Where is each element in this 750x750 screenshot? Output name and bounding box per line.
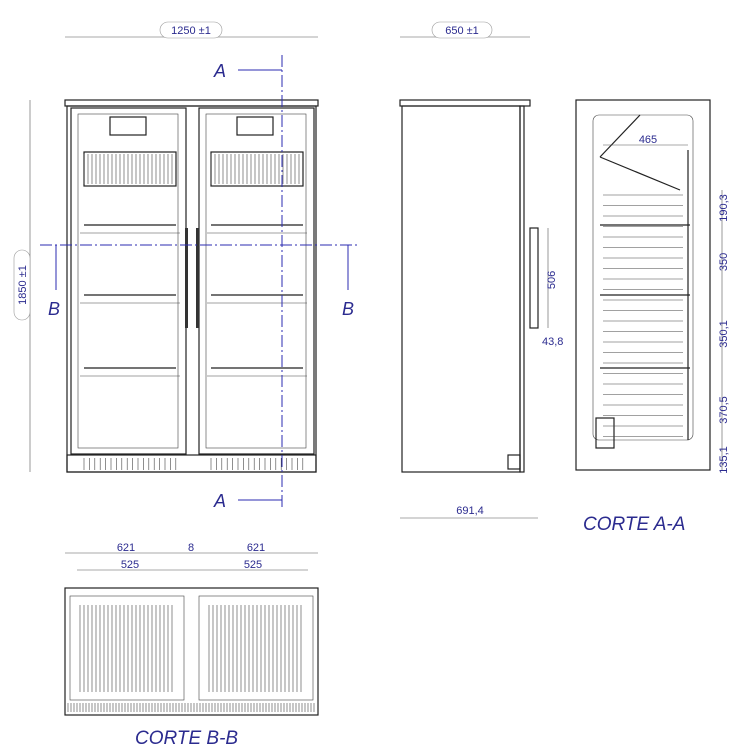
section-b-b [64,587,319,716]
front-view [64,99,319,473]
handle-dim: 506 [546,271,558,289]
side-door-edge [519,105,525,473]
right-vent-grille [236,116,274,136]
top-cap [64,99,319,107]
depth-dim-box [431,21,493,39]
evaporator-cover [599,156,681,191]
shelf-spacing-2: 350 [718,253,730,271]
marker-a-top: A [213,61,226,81]
shelf-spacing-3: 350,1 [718,320,730,348]
width-dim: 1250 ±1 [171,25,211,37]
left-handle [185,228,188,328]
base-grille [66,454,317,473]
front-detail-lines [80,154,307,470]
shelf-spacing-5: 135,1 [718,446,730,474]
shelf-spacing-dims: 190,3 350 350,1 370,5 135,1 [718,194,730,474]
side-foot [507,454,521,470]
left-vent-grille [109,116,147,136]
total-depth-dim: 691,4 [456,505,484,517]
shelf-spacing-4: 370,5 [718,396,730,424]
section-a-interior [592,114,694,441]
width-dim-box [159,21,223,39]
bottom-inner-left: 525 [121,559,139,571]
left-top-rack [83,151,177,187]
side-handle [529,227,539,329]
right-door [198,107,315,455]
side-top-cap [399,99,531,107]
side-view [399,99,539,473]
section-b-racks [67,605,315,712]
marker-b-left: B [48,299,60,319]
right-handle [196,228,199,328]
height-dim: 1850 ±1 [17,265,29,305]
shelf-spacing-1: 190,3 [718,194,730,222]
section-b-left-compartment [69,595,185,701]
bottom-inner-right: 525 [244,559,262,571]
right-top-rack [210,151,304,187]
marker-a-bottom: A [213,491,226,511]
compressor [595,417,615,449]
depth-dim: 650 ±1 [445,25,479,37]
inner-depth-dim: 465 [639,134,657,146]
side-body [401,105,521,473]
cabinet-outline [66,105,317,473]
height-dim-box [13,249,31,321]
handle-offset-dim: 43,8 [542,336,563,348]
marker-b-right: B [342,299,354,319]
section-b-right-compartment [198,595,314,701]
section-b-title: CORTE B-B [135,728,238,749]
right-glass [205,113,307,449]
bottom-dim-left: 621 [117,542,135,554]
section-b-outline [64,587,319,716]
section-a-outline [575,99,711,471]
left-glass [77,113,179,449]
section-a-title: CORTE A-A [583,514,685,535]
bottom-dim-gap: 8 [188,542,194,554]
section-a-racks [600,150,690,440]
bottom-dim-right: 621 [247,542,265,554]
section-a-a [575,99,711,471]
